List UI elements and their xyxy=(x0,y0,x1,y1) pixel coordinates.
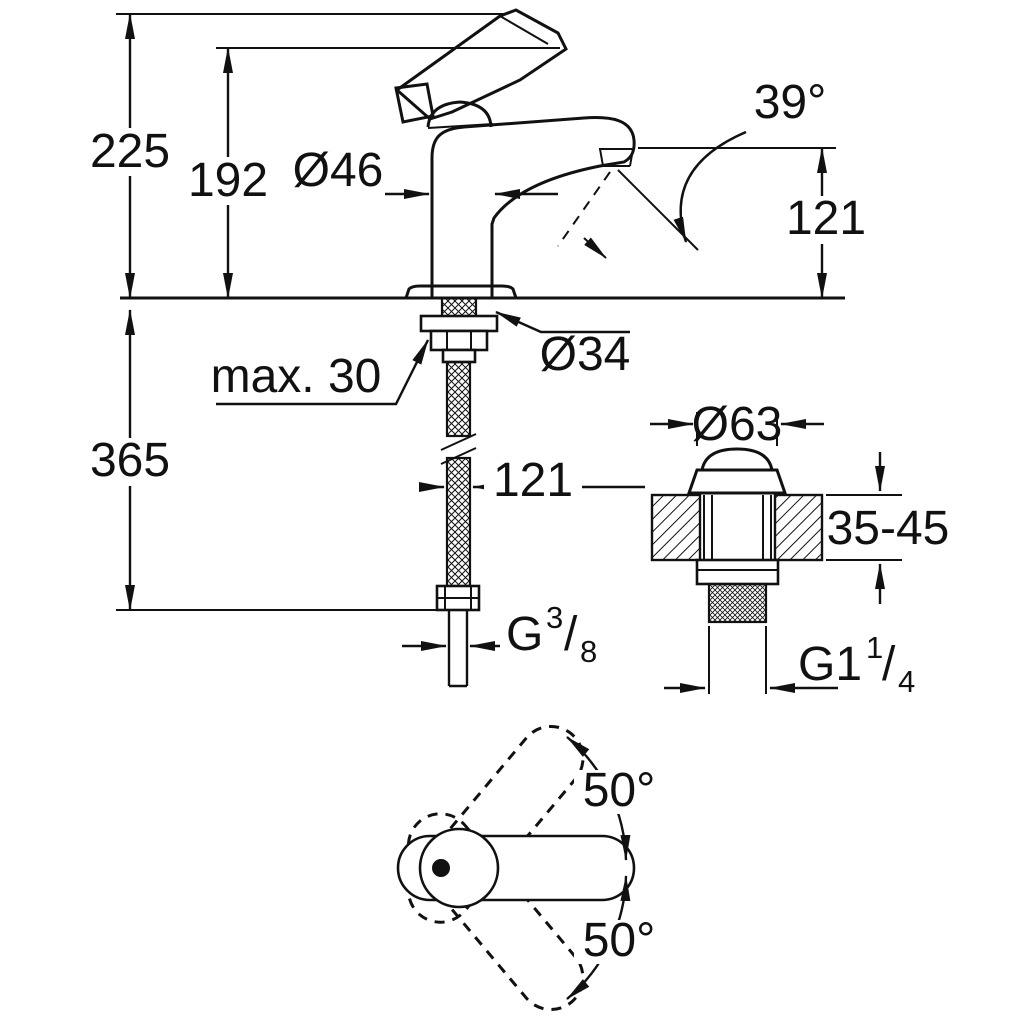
handle-top-view: 50° 50° xyxy=(396,724,664,1012)
dim-waste-thread-num: 1 xyxy=(866,630,883,665)
dim-stream-angle-label: 39° xyxy=(754,76,827,129)
dim-overall-height-label: 225 xyxy=(90,125,170,178)
dim-projection-label: 121 xyxy=(493,454,573,507)
dim-handle-swing-up-label: 50° xyxy=(583,764,656,817)
faucet-side-view xyxy=(120,8,845,688)
dim-handle-swing-down-label: 50° xyxy=(583,914,656,967)
dim-waste-thread-g: G1 xyxy=(798,638,862,691)
dim-body-diameter-label: Ø46 xyxy=(293,144,384,197)
drain-assembly-view: Ø63 35-45 G1 1 / 4 xyxy=(650,398,949,699)
dim-waste-thread-den: 4 xyxy=(898,664,915,699)
dim-supply-thread-g: G xyxy=(506,608,543,661)
dim-hose-length-label: 365 xyxy=(90,434,170,487)
dim-supply-thread-den: 8 xyxy=(580,634,597,669)
dim-spout-height-label: 121 xyxy=(786,192,866,245)
side-view-dimensions: 225 192 Ø46 39° 121 max. 30 Ø34 365 121 xyxy=(84,13,872,669)
dim-handle-height-label: 192 xyxy=(188,154,268,207)
dim-deck-thickness-label: 35-45 xyxy=(827,502,950,555)
dim-flange-diameter-label: Ø63 xyxy=(692,398,783,451)
dim-waste-thread-slash: / xyxy=(882,638,896,691)
dim-hole-diameter-label: Ø34 xyxy=(540,328,631,381)
dim-supply-thread-slash: / xyxy=(564,608,578,661)
dim-max-deck-label: max. 30 xyxy=(211,350,382,403)
dim-supply-thread-num: 3 xyxy=(546,600,563,635)
